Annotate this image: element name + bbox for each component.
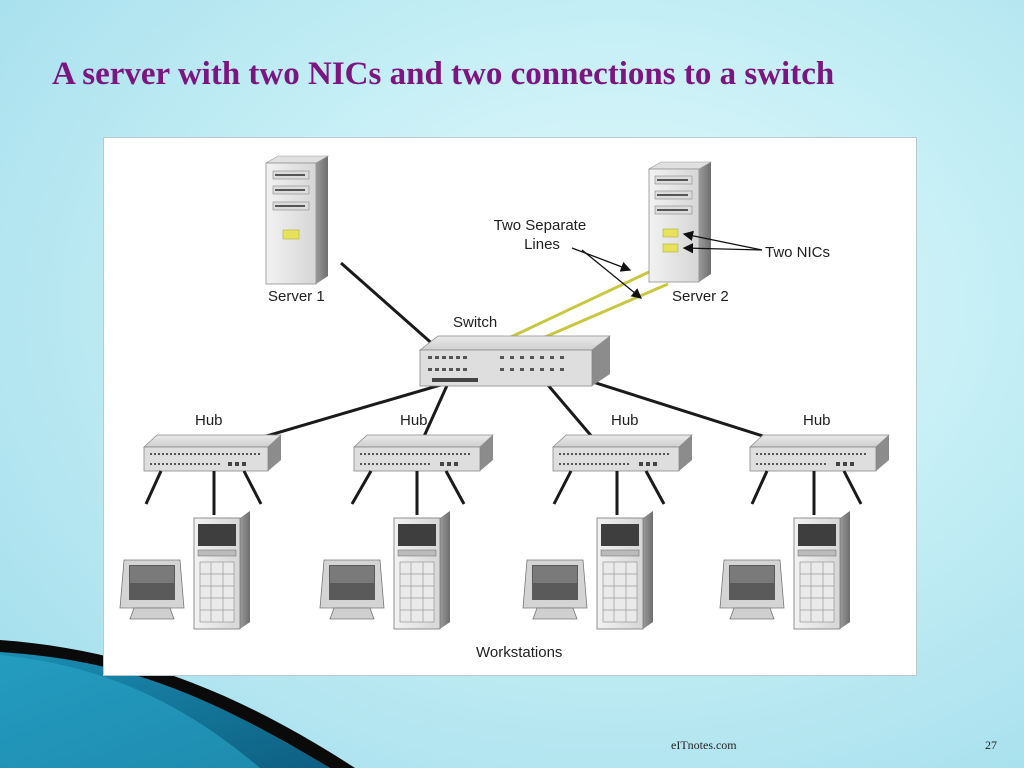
footer-source: eITnotes.com xyxy=(671,738,737,752)
workstation-3 xyxy=(522,511,653,630)
hub-label-2: Hub xyxy=(400,412,428,429)
server-1 xyxy=(264,155,330,285)
page-number: 27 xyxy=(985,738,997,752)
network-diagram: Server 1 Server 2 Switch Hub Hub Hub Hub… xyxy=(103,137,917,676)
hub-drop-cables xyxy=(144,470,863,515)
server-2-label: Server 2 xyxy=(672,288,729,305)
hub-3 xyxy=(552,434,693,472)
hub-label-4: Hub xyxy=(803,412,831,429)
switch-label: Switch xyxy=(453,314,497,331)
workstation-1 xyxy=(119,511,250,630)
hub-2 xyxy=(353,434,494,472)
slide-title: A server with two NICs and two connectio… xyxy=(52,56,835,92)
server-2 xyxy=(647,161,713,283)
server-1-label: Server 1 xyxy=(268,288,325,305)
hub-label-3: Hub xyxy=(611,412,639,429)
hub-1 xyxy=(143,434,282,472)
hub-4 xyxy=(749,434,890,472)
hub-label-1: Hub xyxy=(195,412,223,429)
annotation-two-separate-lines: Two Separate Lines xyxy=(494,217,591,253)
workstations-label: Workstations xyxy=(476,644,562,661)
nic-1 xyxy=(662,228,679,238)
annotation-arrows xyxy=(571,230,763,299)
nic-2 xyxy=(662,243,679,253)
switch-device xyxy=(418,335,612,387)
workstation-4 xyxy=(719,511,850,630)
workstation-2 xyxy=(319,511,450,630)
annotation-two-nics: Two NICs xyxy=(765,244,830,261)
